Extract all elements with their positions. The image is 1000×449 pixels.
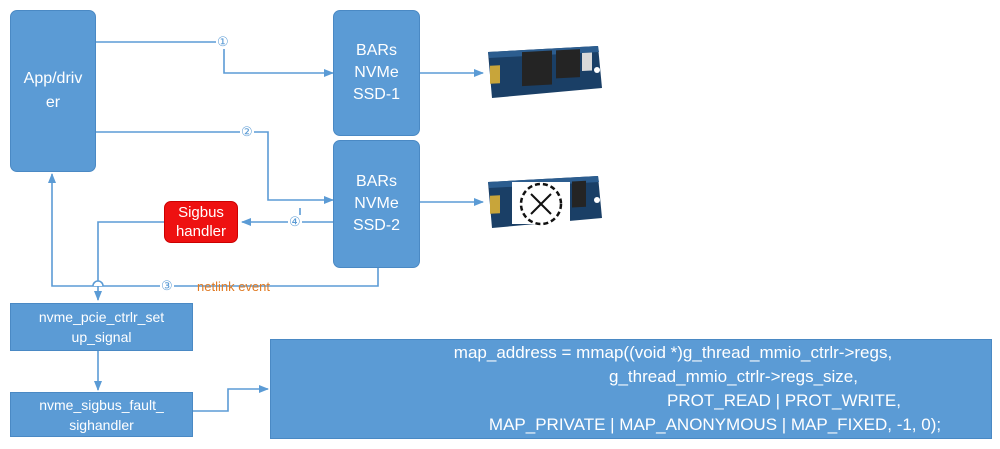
arrow-step-3 xyxy=(48,173,379,287)
line-cross-bump xyxy=(92,280,104,287)
step-4-label: ④ xyxy=(288,214,302,229)
sigbus-line-2: handler xyxy=(175,223,227,240)
failed-ssd-icon xyxy=(488,176,602,228)
app-driver-line-2: er xyxy=(45,94,61,111)
ssd1-line-1: BARs xyxy=(356,42,397,59)
mmap-code-box: map_address = mmap((void *)g_thread_mmio… xyxy=(270,339,992,439)
code-line-3: PROT_READ | PROT_WRITE, xyxy=(667,391,901,410)
app-driver-box: App/driv er xyxy=(10,10,96,172)
fault-handler-line-2: sighandler xyxy=(69,416,134,433)
m2-ssd-icon xyxy=(488,46,602,98)
arrow-handler-signal xyxy=(94,221,164,301)
ssd2-line-2: NVMe xyxy=(354,195,399,212)
arrow-step-1 xyxy=(96,41,334,77)
fault-handler-line-1: nvme_sigbus_fault_ xyxy=(39,396,164,413)
ssd1-line-3: SSD-1 xyxy=(352,86,401,103)
code-line-1: map_address = mmap((void *)g_thread_mmio… xyxy=(453,343,893,362)
ctrlr-setup-signal-box: nvme_pcie_ctrlr_set up_signal xyxy=(10,303,193,351)
x-circle-icon xyxy=(519,182,563,226)
ssd2-line-3: SSD-2 xyxy=(352,217,401,234)
sigbus-fault-sighandler-box: nvme_sigbus_fault_ sighandler xyxy=(10,392,193,437)
step-2-label: ② xyxy=(240,124,254,139)
netlink-event-label: netlink event xyxy=(197,279,270,294)
sigbus-handler-box: Sigbus handler xyxy=(164,201,238,243)
arrow-step-2 xyxy=(96,131,334,204)
step-3-label: ③ xyxy=(160,278,174,293)
code-line-2: g_thread_mmio_ctrlr->regs_size, xyxy=(609,367,858,386)
ssd2-line-1: BARs xyxy=(356,173,397,190)
bars-nvme-ssd1-box: BARs NVMe SSD-1 xyxy=(333,10,420,136)
bars-nvme-ssd2-box: BARs NVMe SSD-2 xyxy=(333,140,420,268)
arrow-fault-code xyxy=(193,385,269,412)
ctrlr-signal-line-1: nvme_pcie_ctrlr_set xyxy=(38,309,165,325)
step-1-label: ① xyxy=(216,34,230,49)
sigbus-line-1: Sigbus xyxy=(178,204,224,221)
app-driver-line-1: App/driv xyxy=(23,70,83,87)
ctrlr-signal-line-2: up_signal xyxy=(71,329,132,345)
ssd1-line-2: NVMe xyxy=(354,64,399,81)
code-line-4: MAP_PRIVATE | MAP_ANONYMOUS | MAP_FIXED,… xyxy=(488,415,942,434)
